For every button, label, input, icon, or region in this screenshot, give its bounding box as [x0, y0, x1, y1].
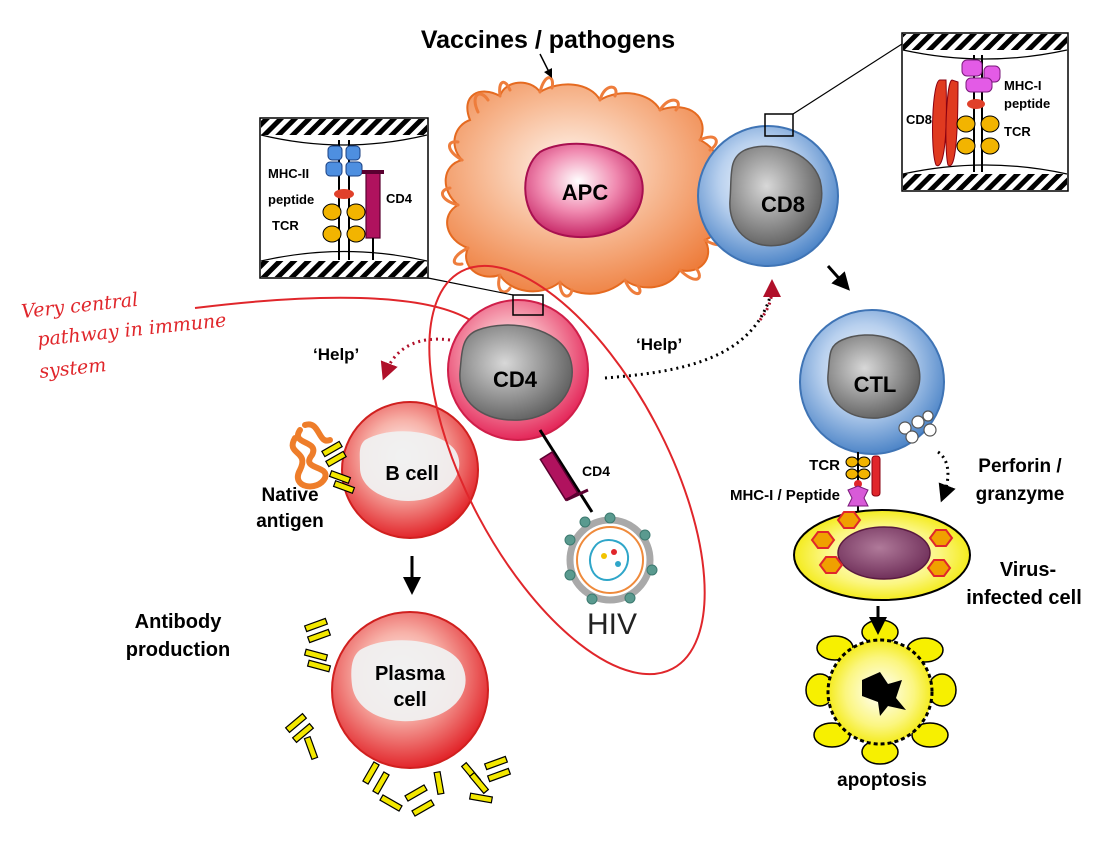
native-antigen-label-1: Native: [261, 485, 318, 506]
arrow-pathogen-to-apc: [539, 53, 553, 79]
ctl-nucleus: [827, 334, 921, 419]
cd8-cell-label: CD8: [761, 192, 805, 217]
cd4-cell: [447, 299, 589, 441]
apoptosis-label: apoptosis: [837, 770, 927, 791]
zoom-line-left: [427, 277, 514, 296]
help-left-label: ‘Help’: [313, 345, 359, 364]
arrow-help-to-bcell: [380, 337, 451, 381]
hiv-virion: [564, 512, 658, 605]
antibody-label-2: production: [126, 639, 230, 661]
plasma-label-2: cell: [393, 689, 426, 711]
inset-right-cd8-synapse: [901, 32, 1069, 192]
virus-infected-label-1: Virus-: [1000, 559, 1056, 581]
perforin-label-2: granzyme: [976, 484, 1065, 505]
annotation-ellipse: [428, 264, 706, 676]
apc-nucleus: [524, 142, 644, 239]
b-cell-label: B cell: [385, 463, 438, 485]
granules: [898, 410, 937, 444]
plasma-cell: [331, 611, 489, 769]
cd4-zoom-box: [512, 294, 544, 316]
annotation-connector: [194, 296, 471, 321]
virus-infected-cell: [793, 509, 971, 601]
arrow-help-to-cd8: [604, 289, 774, 380]
inset-right-cd8: CD8: [906, 112, 932, 127]
apc-label: APC: [562, 180, 609, 205]
native-antigen-label-2: antigen: [256, 511, 324, 532]
cd4-nucleus: [459, 324, 573, 421]
cd8-zoom-box: [764, 113, 794, 137]
ctl-synapse-molecules: [845, 452, 881, 512]
inset-left-cd4: CD4: [386, 191, 413, 206]
perforin-label-1: Perforin /: [978, 456, 1062, 477]
ctl-tcr-label: TCR: [809, 457, 840, 474]
arrow-cd8-to-ctl: [826, 265, 850, 291]
secreted-antibodies: [284, 617, 512, 817]
cd8-cell: [697, 125, 839, 267]
cd8-nucleus: [729, 145, 823, 247]
cd4-cell-label: CD4: [493, 367, 538, 392]
inset-left-cd4-synapse: [259, 117, 429, 279]
annotation-line-1: Very central: [20, 289, 139, 323]
hiv-label: HIV: [587, 608, 637, 641]
annotation-line-3: system: [38, 354, 107, 383]
arrow-help-to-cd8-head: [758, 279, 781, 321]
inset-right-peptide: peptide: [1004, 96, 1050, 111]
antibody-label-1: Antibody: [135, 611, 223, 633]
cd4-receptor-label: CD4: [582, 463, 610, 479]
b-cell-antibodies: [321, 440, 356, 495]
arrow-perforin: [937, 450, 956, 503]
ctl-cell: [799, 309, 945, 455]
zoom-line-right: [792, 43, 903, 115]
title: Vaccines / pathogens: [421, 26, 675, 54]
inset-left-mhc2: MHC-II: [268, 166, 309, 181]
inset-right-mhc1: MHC-I: [1004, 78, 1042, 93]
mhc1-peptide-label: MHC-I / Peptide: [730, 487, 840, 504]
apc-cell: [441, 76, 726, 298]
ctl-label: CTL: [854, 372, 897, 397]
plasma-label-1: Plasma: [375, 663, 446, 685]
apoptotic-cell: [805, 619, 957, 765]
native-antigen-shape: [289, 421, 333, 490]
inset-left-tcr: TCR: [272, 218, 299, 233]
cd4-receptor-molecule: [538, 429, 594, 513]
virus-infected-label-2: infected cell: [966, 587, 1082, 609]
inset-right-tcr: TCR: [1004, 124, 1031, 139]
help-right-label: ‘Help’: [636, 335, 682, 354]
inset-left-peptide: peptide: [268, 192, 314, 207]
